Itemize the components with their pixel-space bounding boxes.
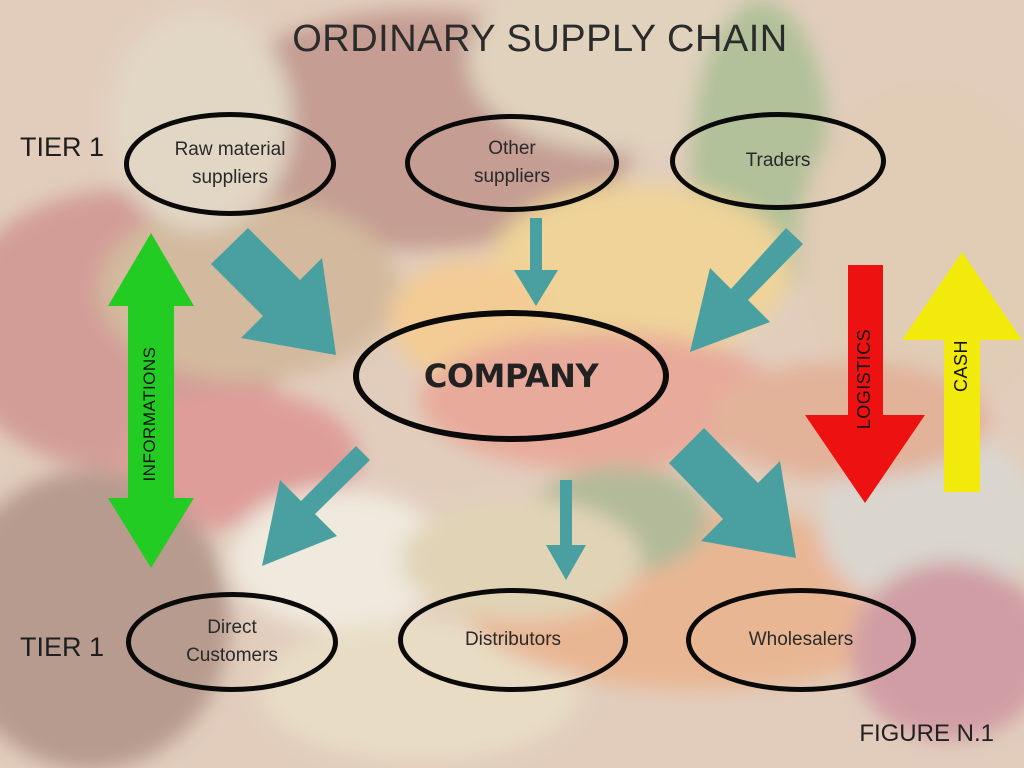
node-wholesalers-label: Wholesalers: [748, 629, 854, 651]
node-distributors: Distributors: [398, 588, 628, 692]
logistics-label: LOGISTICS: [854, 328, 874, 430]
tier-label-bottom: TIER 1: [20, 632, 105, 662]
diagram-title: ORDINARY SUPPLY CHAIN: [292, 18, 788, 60]
cash-label: CASH: [951, 340, 971, 393]
arrow-other-suppliers-to-company: [514, 218, 558, 306]
node-other-suppliers-label: Other suppliers: [473, 138, 551, 187]
node-other-suppliers: Other suppliers: [405, 114, 619, 212]
node-traders: Traders: [670, 112, 886, 210]
tier-label-top: TIER 1: [20, 132, 105, 162]
figure-number-label: FIGURE N.1: [859, 720, 994, 747]
logistics-down-arrow: [805, 265, 925, 503]
arrow-company-to-wholesalers: [669, 428, 796, 558]
informations-double-arrow: [108, 233, 194, 568]
node-company-label: COMPANY: [423, 356, 599, 395]
node-raw-material-suppliers: Raw material suppliers: [124, 112, 336, 216]
node-raw-material-suppliers-label: Raw material suppliers: [174, 139, 286, 188]
informations-label: INFORMATIONS: [140, 346, 159, 482]
arrow-raw-material-to-company: [211, 228, 336, 355]
node-company: COMPANY: [353, 310, 669, 442]
node-traders-label: Traders: [745, 150, 811, 172]
arrow-traders-to-company: [690, 228, 803, 352]
node-wholesalers: Wholesalers: [686, 588, 916, 692]
cash-up-arrow: [902, 252, 1022, 492]
node-direct-customers-label: Direct Customers: [186, 617, 278, 666]
arrow-company-to-distributors: [546, 480, 586, 580]
node-direct-customers: Direct Customers: [126, 592, 338, 692]
node-distributors-label: Distributors: [464, 629, 562, 651]
arrow-company-to-direct-customers: [262, 446, 370, 566]
